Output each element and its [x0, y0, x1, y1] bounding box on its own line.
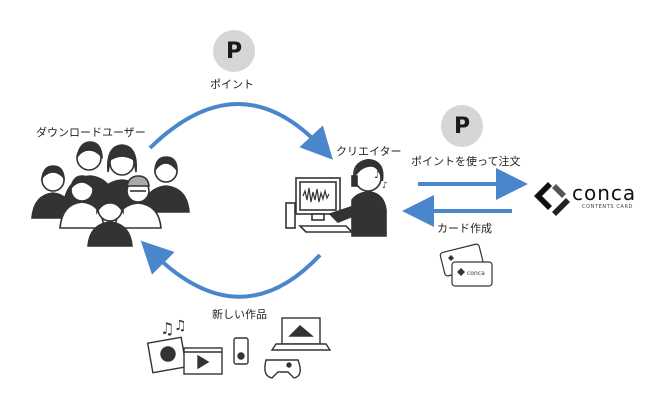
arrow-users-to-creator [148, 102, 333, 160]
svg-text:♪: ♪ [382, 181, 388, 191]
card-brand-label: conca [467, 270, 485, 277]
label-point-top: ポイント [210, 78, 254, 91]
label-creator: クリエイター [336, 145, 402, 158]
point-badge-letter: P [225, 38, 243, 64]
group-of-people-icon [31, 141, 190, 247]
brand-name: conca [572, 181, 637, 205]
label-downloaders: ダウンロードユーザー [36, 126, 146, 139]
media-works-icon: ♫ ♫ [146, 317, 332, 379]
brand-subtitle: CONTENTS CARD [582, 204, 633, 210]
point-badge-top: P [213, 30, 255, 72]
label-card-creation: カード作成 [437, 222, 492, 235]
svg-text:♫: ♫ [160, 319, 174, 338]
creator-at-computer-icon: ♪ ♪ [285, 158, 388, 237]
point-badge-letter: P [453, 113, 471, 139]
svg-text:♪: ♪ [374, 170, 380, 181]
conca-logo-icon [534, 182, 570, 216]
label-use-points: ポイントを使って注文 [411, 155, 521, 168]
label-new-works: 新しい作品 [212, 308, 267, 321]
arrow-creator-to-users [140, 240, 322, 299]
svg-text:♫: ♫ [174, 318, 187, 334]
point-badge-right: P [441, 105, 483, 147]
contents-card-icon [439, 243, 493, 287]
